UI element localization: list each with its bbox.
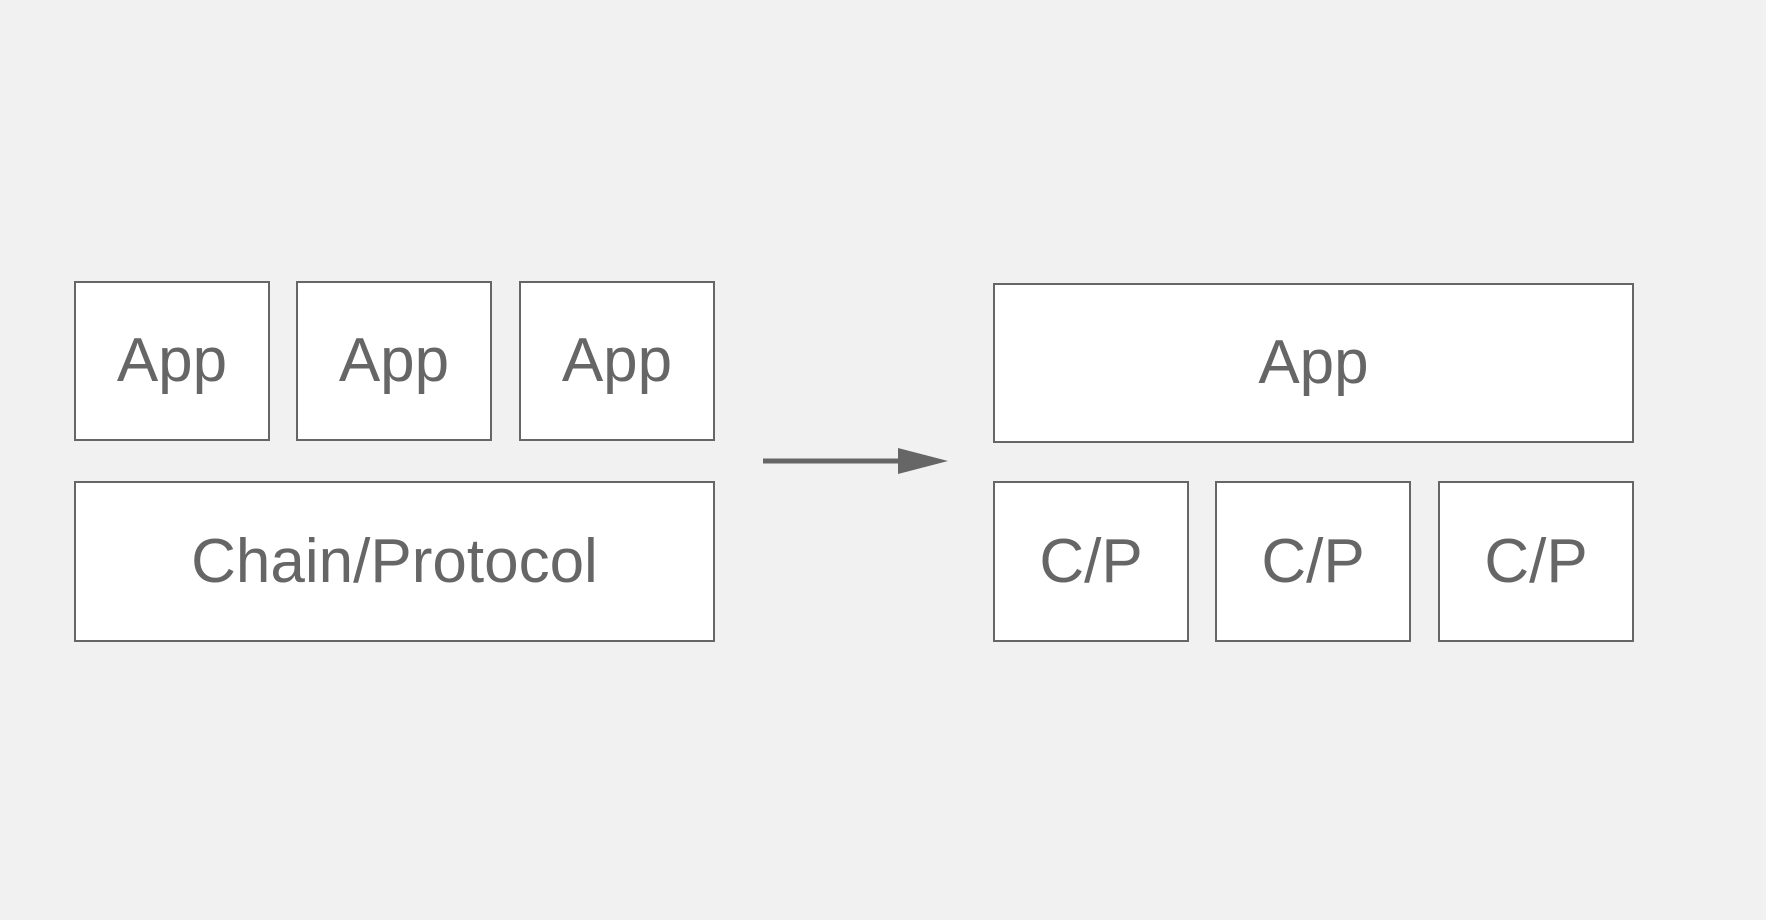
left-chain-protocol-label: Chain/Protocol <box>191 526 598 596</box>
right-cp-label-2: C/P <box>1261 526 1365 596</box>
right-cp-label-3: C/P <box>1484 526 1588 596</box>
right-cp-box-3: C/P <box>1438 481 1634 642</box>
right-cp-box-2: C/P <box>1215 481 1411 642</box>
right-app-label: App <box>1258 328 1369 397</box>
left-app-box-3: App <box>519 281 715 441</box>
right-arrow-icon <box>763 448 948 474</box>
right-app-box: App <box>993 283 1634 443</box>
left-app-box-2: App <box>296 281 492 441</box>
left-chain-protocol-box: Chain/Protocol <box>74 481 715 642</box>
left-app-label-2: App <box>338 326 450 395</box>
left-app-box-1: App <box>74 281 270 441</box>
left-app-label-1: App <box>116 326 228 395</box>
left-app-label-3: App <box>561 326 673 395</box>
arrow-head <box>898 448 948 474</box>
right-cp-box-1: C/P <box>993 481 1189 642</box>
right-cp-label-1: C/P <box>1039 526 1143 596</box>
